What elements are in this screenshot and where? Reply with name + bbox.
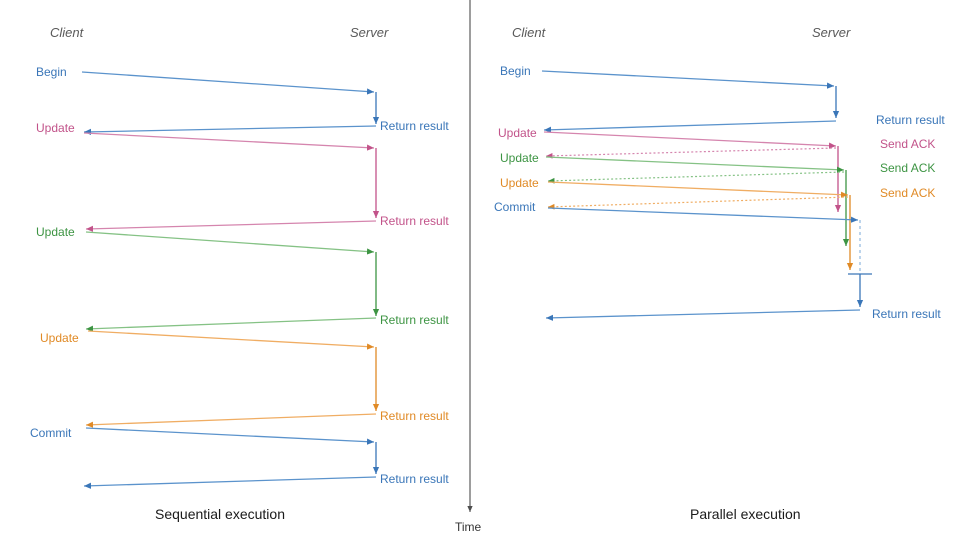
arrow-update-orange (87, 330, 375, 350)
right-label-return-blue-2: Return result (872, 307, 941, 321)
right-label-update-orange: Update (500, 176, 539, 190)
left-label-commit: Commit (30, 426, 72, 440)
right-label-update-pink: Update (498, 126, 537, 140)
left-label-update-pink: Update (36, 121, 75, 135)
left-panel-caption: Sequential execution (155, 506, 285, 522)
arrow-update-pink-p (543, 131, 837, 149)
right-header-server: Server (812, 25, 851, 40)
arrow-commit-blue (85, 427, 375, 445)
arrow-update-orange-p (547, 181, 849, 198)
left-label-return-orange: Return result (380, 409, 449, 423)
time-axis-label: Time (455, 520, 482, 534)
sequential-panel-arrows (81, 71, 380, 489)
right-label-ack-pink: Send ACK (880, 137, 936, 151)
left-label-update-orange: Update (40, 331, 79, 345)
left-label-update-green: Update (36, 225, 75, 239)
arrow-commit-blue-p (547, 207, 859, 223)
left-header-server: Server (350, 25, 389, 40)
left-label-return-pink: Return result (380, 214, 449, 228)
arrow-return-pink (85, 220, 377, 232)
arrow-return-orange (85, 413, 377, 428)
arrow-begin-blue (81, 71, 375, 95)
right-label-ack-orange: Send ACK (880, 186, 936, 200)
arrow-update-green (85, 231, 375, 255)
left-label-begin: Begin (36, 65, 67, 79)
arrow-return-blue-p2 (545, 309, 861, 321)
right-label-begin: Begin (500, 64, 531, 78)
arrow-return-blue-p1 (543, 120, 837, 133)
left-header-client: Client (50, 25, 84, 40)
right-header-client: Client (512, 25, 546, 40)
right-panel-caption: Parallel execution (690, 506, 801, 522)
arrow-update-green-p (545, 156, 845, 173)
arrow-ack-orange-dotted (547, 196, 849, 210)
arrow-update-pink (83, 132, 375, 151)
parallel-panel-arrows (541, 70, 872, 321)
right-label-update-green: Update (500, 151, 539, 165)
left-label-return-blue-1: Return result (380, 119, 449, 133)
arrow-return-blue-1 (83, 125, 377, 135)
right-label-commit: Commit (494, 200, 536, 214)
arrow-ack-pink-dotted (545, 147, 837, 159)
arrow-return-green (85, 317, 377, 332)
right-label-ack-green: Send ACK (880, 161, 936, 175)
arrow-ack-green-dotted (547, 171, 845, 184)
arrow-begin-blue-p (541, 70, 835, 89)
left-label-return-green: Return result (380, 313, 449, 327)
arrow-return-blue-2 (83, 476, 377, 489)
right-label-return-blue-1: Return result (876, 113, 945, 127)
left-label-return-blue-2: Return result (380, 472, 449, 486)
